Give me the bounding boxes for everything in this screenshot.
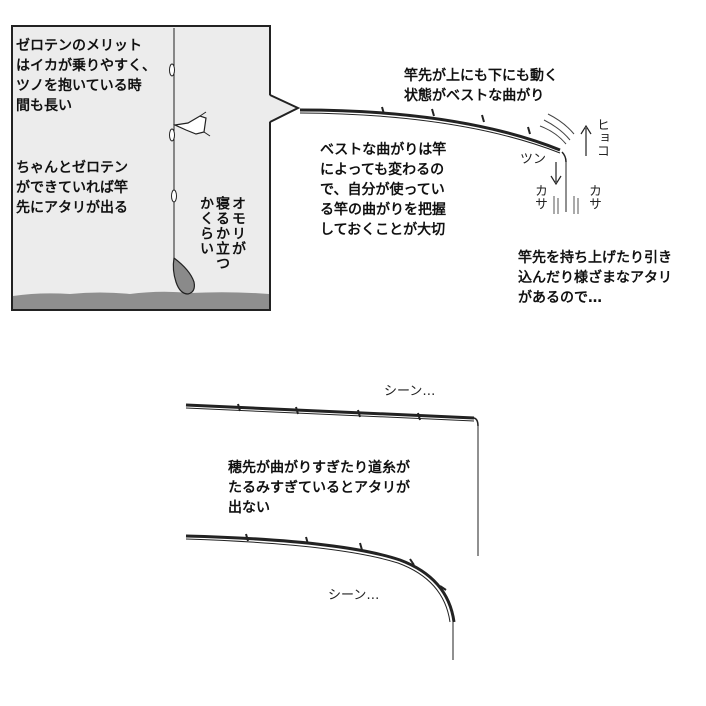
best-bend-note: ベストな曲がりは竿 によっても変わるの で、自分が使ってい る竿の曲がりを把握 … — [320, 142, 447, 238]
sfx-shiin-bottom: シーン… — [328, 588, 380, 603]
bad-bend-note: 穂先が曲がりすぎたり道糸が たるみすぎているとアタリが 出ない — [228, 460, 410, 516]
merit-text: ゼロテンのメリット はイカが乗りやすく、 ツノを抱いている時 間も長い — [16, 38, 156, 114]
rod-over-bent — [185, 533, 456, 660]
squid-rig — [169, 28, 211, 295]
various-bites-text: 竿先を持ち上げたり引き 込んだり様ざまなアタリ があるので… — [518, 250, 672, 306]
rod-slack-line — [185, 403, 479, 556]
sfx-kasa-left: カサ — [532, 184, 547, 210]
sfx-kasa-right: カサ — [586, 184, 601, 210]
best-bend-caption: 竿先が上にも下にも動く 状態がベストな曲がり — [404, 68, 558, 104]
rod-best-bend — [299, 106, 592, 214]
sinker-text: オモリが 寝るか立つ かくらい — [198, 196, 246, 271]
sfx-shiin-top: シーン… — [384, 384, 436, 399]
zeroten-text: ちゃんとゼロテン ができていれば竿 先にアタリが出る — [16, 160, 128, 216]
sfx-hyoko: ヒョコ — [594, 118, 609, 157]
explanation-panel — [11, 25, 301, 311]
sfx-tsun: ツン — [520, 152, 547, 167]
